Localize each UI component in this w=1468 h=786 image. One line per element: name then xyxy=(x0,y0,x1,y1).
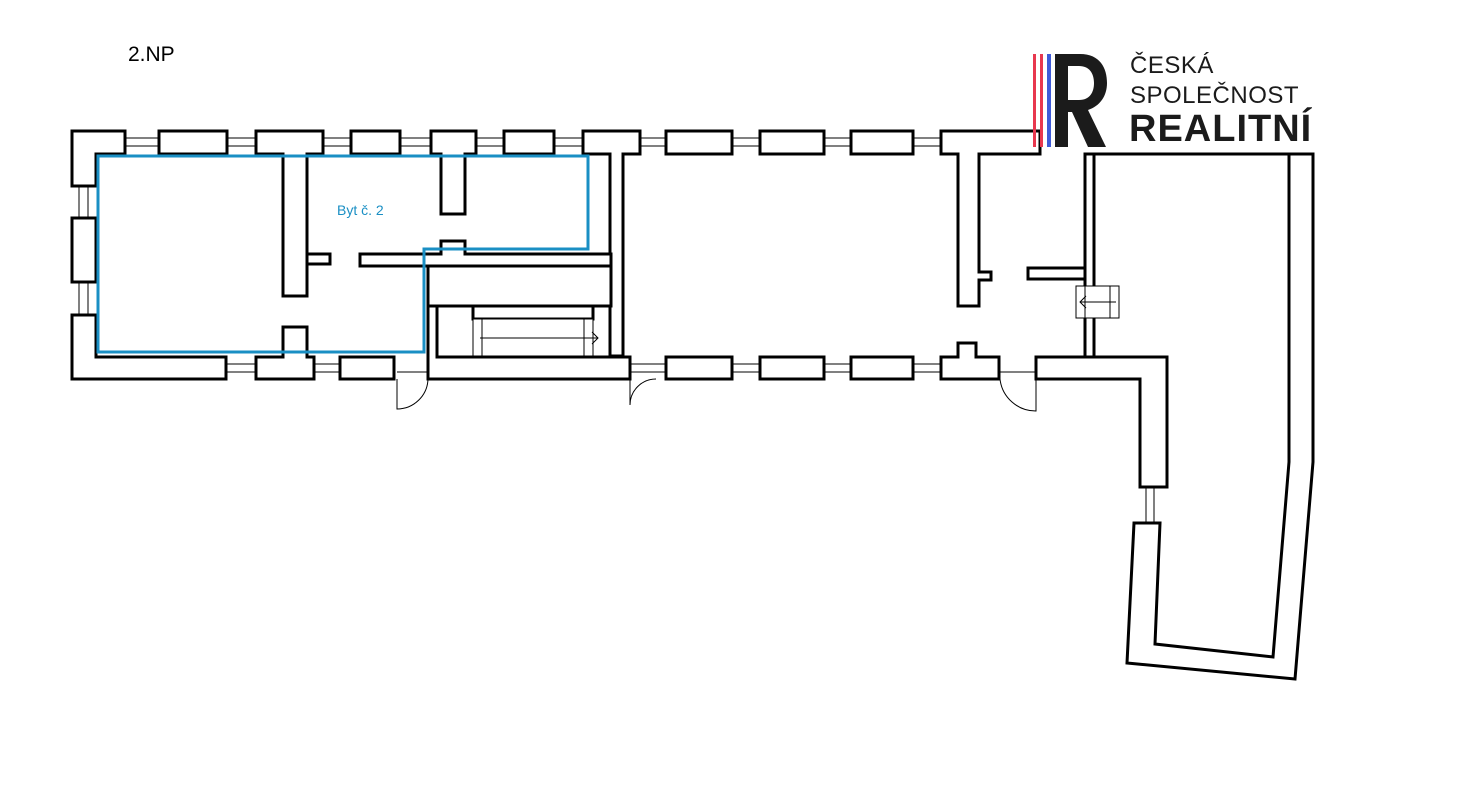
interior-wall xyxy=(305,252,332,266)
wall-pier xyxy=(664,129,734,156)
logo-text-line1: ČESKÁ xyxy=(1130,52,1214,79)
wing-wall-inner xyxy=(1034,355,1169,489)
unit-outline-byt-2 xyxy=(96,154,590,354)
wall-pier xyxy=(758,355,826,381)
wall-pier xyxy=(849,129,915,156)
wall-pier xyxy=(758,129,826,156)
interior-wall xyxy=(1026,266,1087,281)
wall-pier xyxy=(157,129,229,156)
doors xyxy=(396,371,1037,412)
interior-wall-vertical xyxy=(1083,152,1096,359)
wall-pier xyxy=(338,355,396,381)
interior-wall xyxy=(358,239,613,268)
interior-wall xyxy=(426,264,613,308)
wall-pier xyxy=(849,355,915,381)
wall-pier-t-bottom xyxy=(939,341,1001,381)
staircase-small xyxy=(1075,285,1120,319)
wing-wall-top xyxy=(1094,152,1315,681)
wall-pier-t xyxy=(429,129,478,216)
wall-pier xyxy=(664,355,734,381)
door-right xyxy=(999,371,1037,412)
wall-top-right xyxy=(939,129,1042,308)
company-logo: ČESKÁ SPOLEČNOST REALITNÍ xyxy=(1030,50,1350,152)
logo-text-line2: SPOLEČNOST xyxy=(1130,82,1300,109)
bottom-wall xyxy=(254,301,1001,381)
door-center xyxy=(629,378,657,406)
wall-pier xyxy=(349,129,402,156)
wall-corner-top-left xyxy=(70,129,127,188)
stair-landing xyxy=(471,304,595,321)
top-wall xyxy=(70,129,1042,358)
unit-label: Byt č. 2 xyxy=(337,202,384,218)
wall-corner-bottom-left xyxy=(70,313,228,381)
door-left xyxy=(396,371,429,410)
staircase xyxy=(472,318,599,357)
logo-text-line3: REALITNÍ xyxy=(1129,108,1313,150)
right-wing xyxy=(1034,152,1315,681)
bottom-windows xyxy=(226,363,941,373)
wall-pier-left xyxy=(70,216,98,284)
floor-label: 2.NP xyxy=(128,43,175,66)
left-wall xyxy=(70,186,228,381)
wall-pier xyxy=(502,129,556,156)
logo-r-mark-icon xyxy=(1033,54,1107,147)
top-windows xyxy=(125,137,941,147)
